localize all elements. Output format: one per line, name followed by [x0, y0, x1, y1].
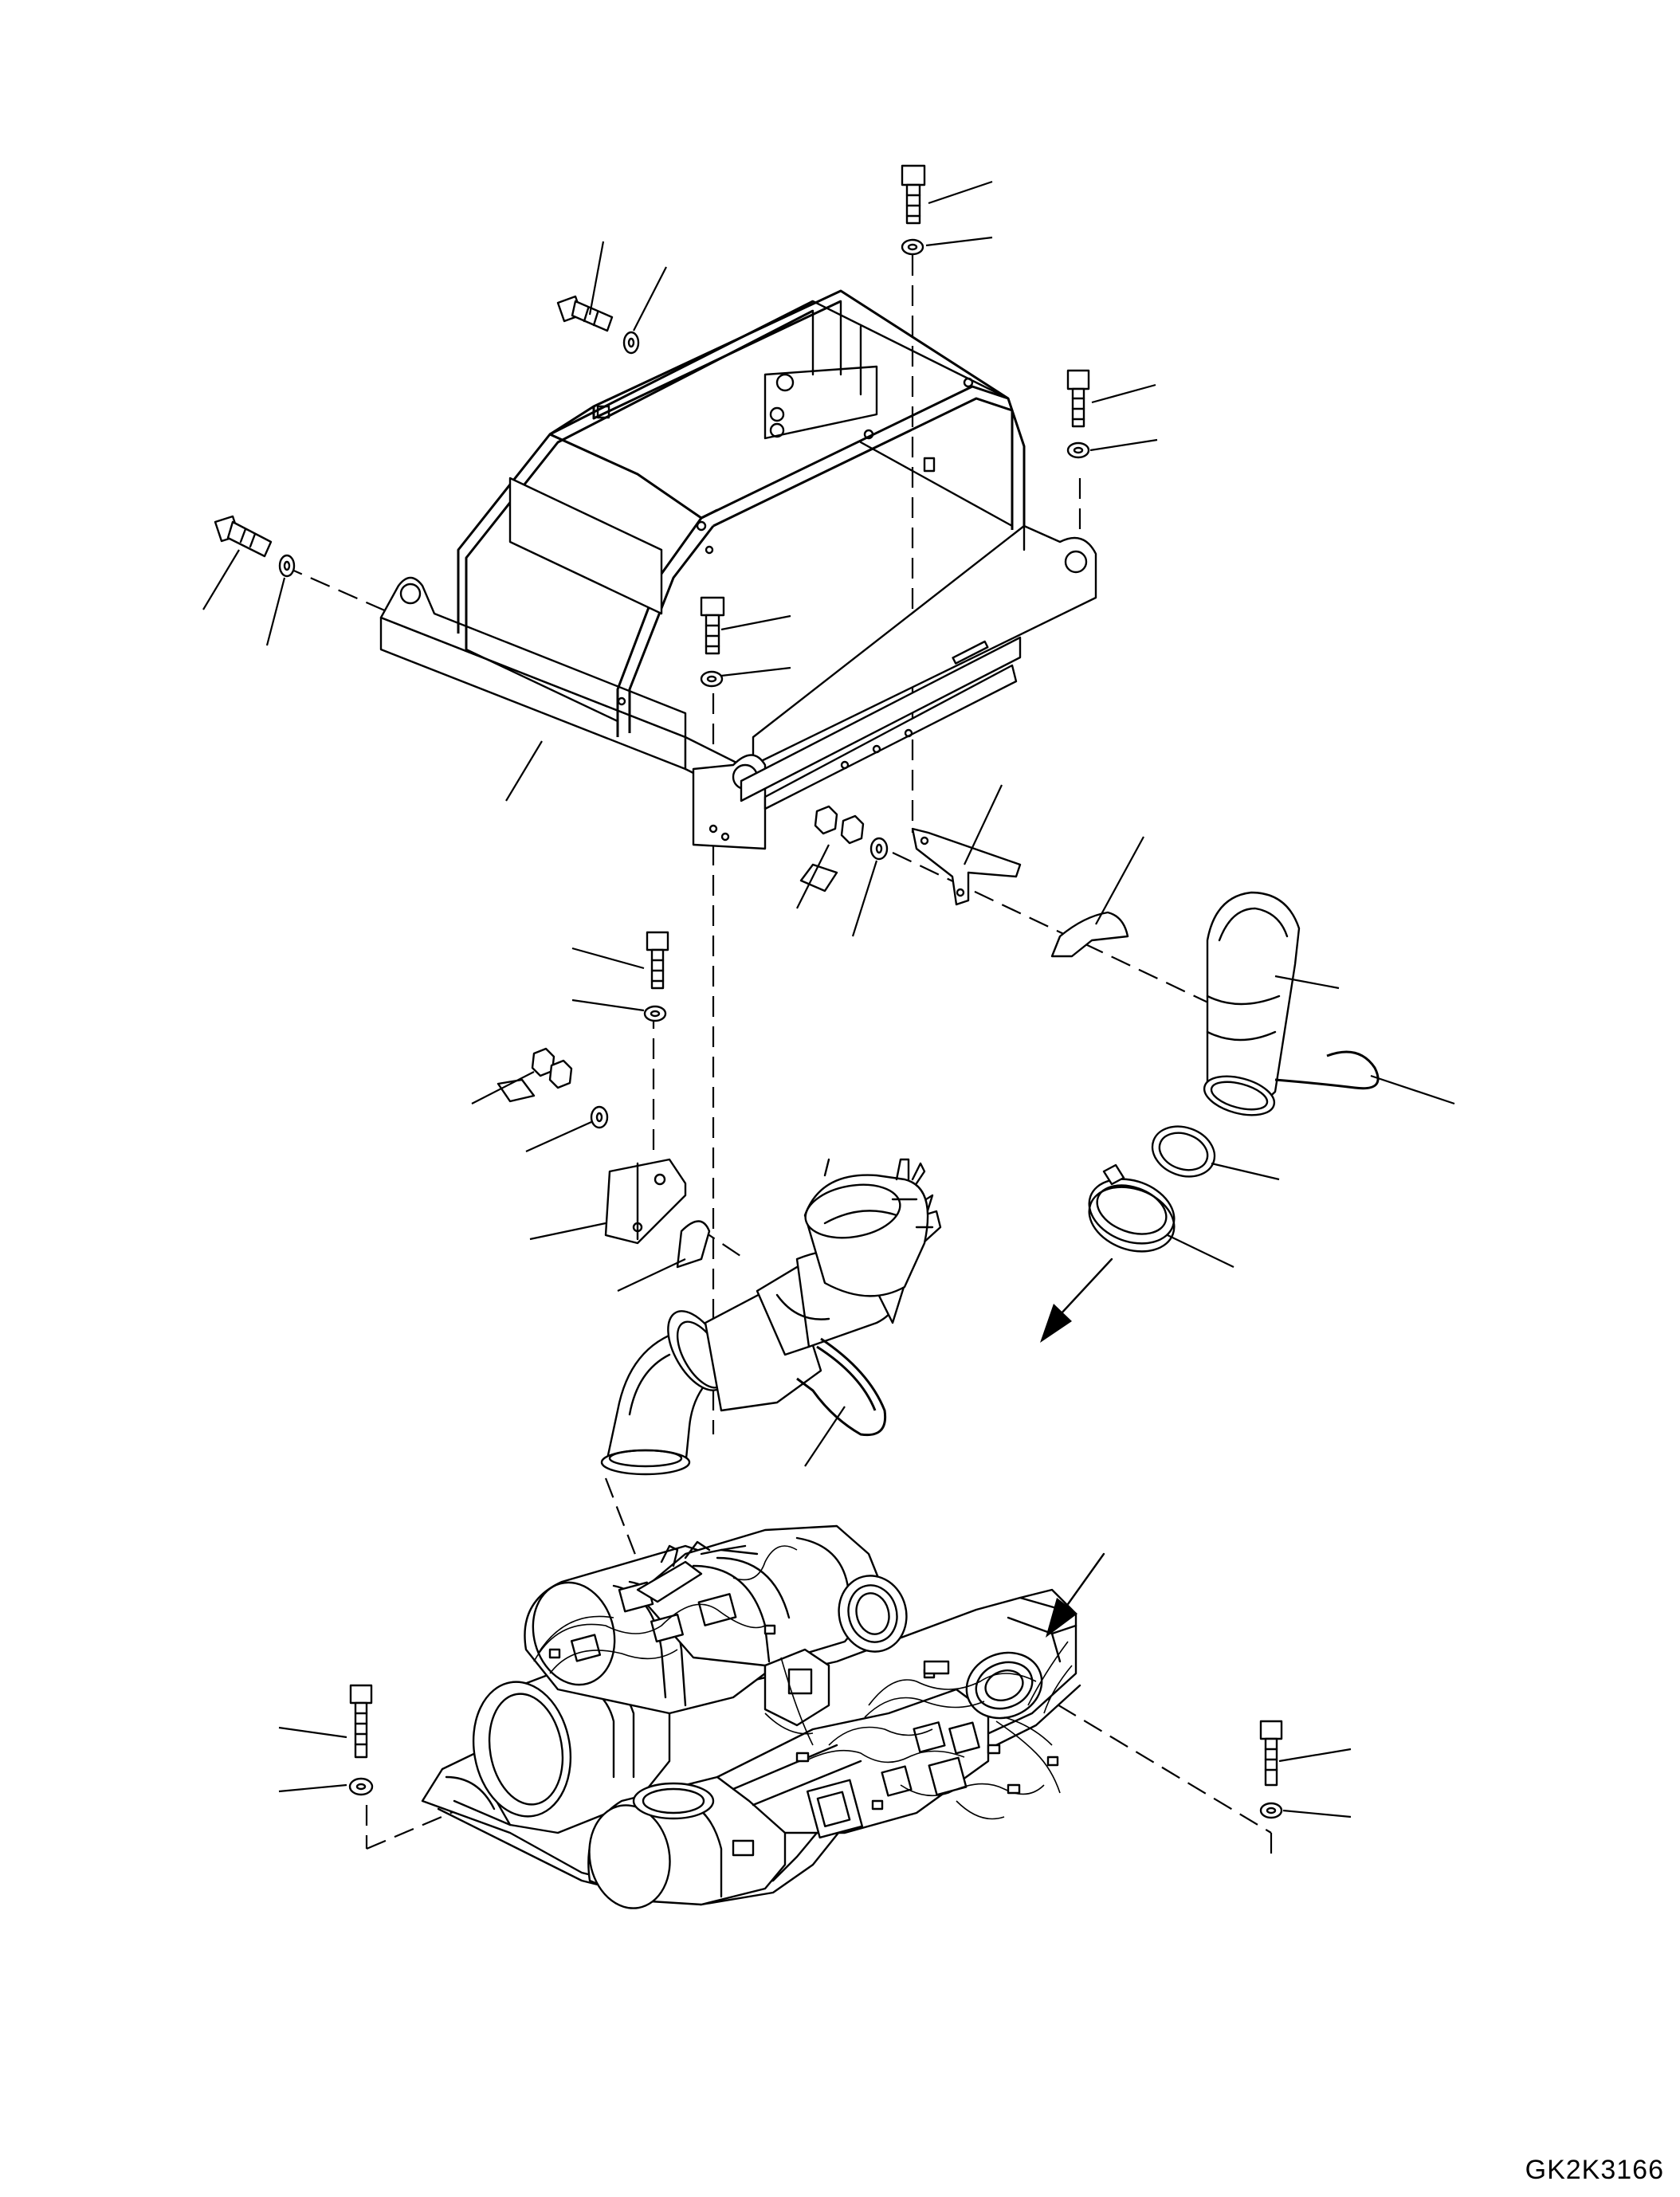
gasket-icon — [1145, 1118, 1222, 1185]
nut-icon — [815, 806, 863, 843]
leader-lines — [203, 182, 1454, 1817]
arrow-icon — [1040, 1259, 1112, 1343]
drawing-code-label: GK2K3166 — [1525, 2155, 1664, 2185]
bolt-icon — [215, 516, 271, 556]
bolt-icon — [351, 1685, 371, 1757]
heat-shield-icon — [677, 1222, 709, 1268]
washer-icon — [280, 555, 294, 576]
bracket-icon — [606, 1159, 685, 1243]
bolt-icon — [1068, 371, 1089, 426]
bracket-icon — [913, 829, 1020, 904]
bolt-icon — [558, 296, 612, 331]
tube-icon — [1275, 1052, 1378, 1089]
clamp-icon — [1080, 1165, 1183, 1263]
aftertreatment-unit — [422, 1526, 1080, 1915]
washer-icon — [1261, 1803, 1282, 1818]
kit-marker-icon — [498, 865, 837, 1101]
washer-icon — [645, 1006, 665, 1021]
washer-icon — [591, 1107, 607, 1128]
washer-icon — [902, 240, 923, 254]
washer-icon — [350, 1779, 372, 1795]
nut-icon — [532, 1049, 571, 1088]
bolt-icon — [647, 932, 668, 988]
bracket-icon — [924, 1661, 948, 1673]
arrow-icon — [1046, 1554, 1104, 1638]
tailpipe-elbow — [1200, 893, 1299, 1122]
washer-icon — [624, 332, 638, 353]
bolt-icon — [1261, 1721, 1282, 1785]
washer-icon — [1068, 443, 1089, 457]
mounting-frame — [381, 291, 1096, 849]
muffler-pipe-assembly — [602, 1159, 940, 1474]
washer-icon — [701, 672, 722, 686]
washer-icon — [871, 838, 887, 859]
heat-shield-icon — [1052, 912, 1128, 956]
bolt-icon — [701, 598, 724, 653]
bolt-icon — [902, 166, 924, 223]
